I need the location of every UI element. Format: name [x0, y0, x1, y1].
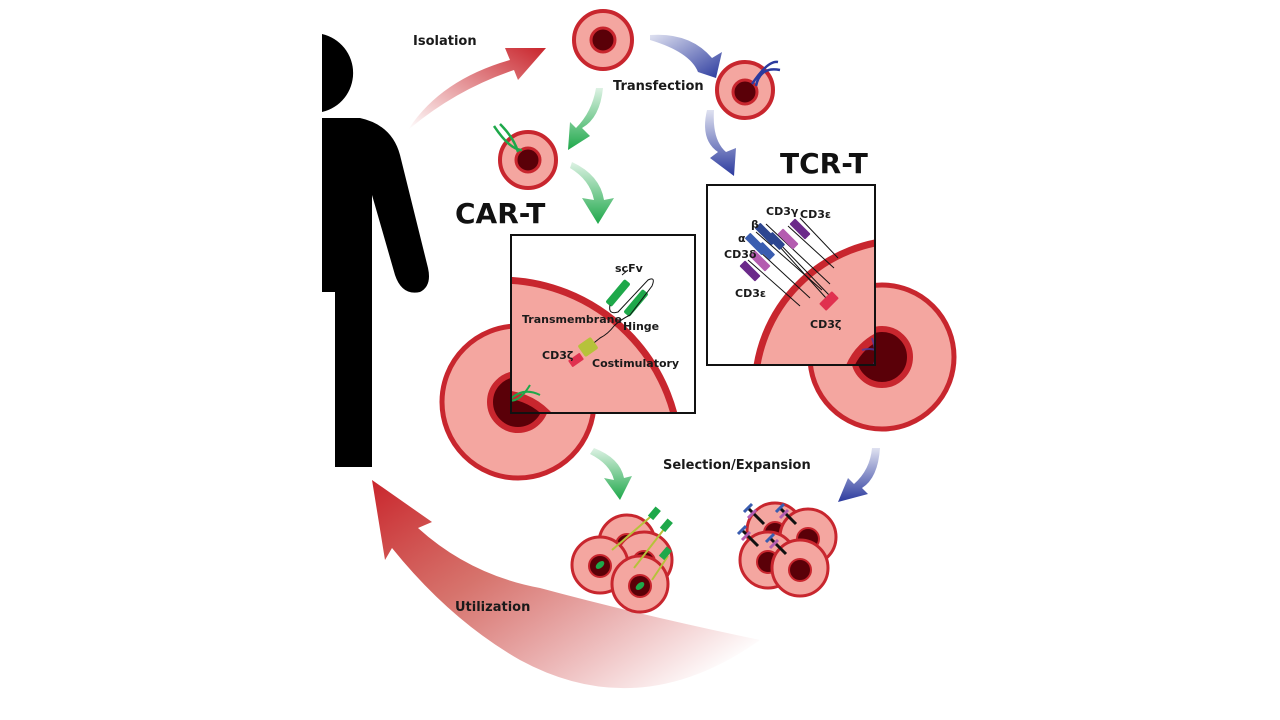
isolation-arrow-icon: [408, 48, 546, 130]
costimulatory-label: Costimulatory: [592, 357, 679, 370]
cd3-epsilon-top-label: CD3ε: [800, 208, 831, 221]
tcr-transfected-cell: [715, 60, 781, 120]
beta-label: β: [751, 218, 759, 231]
isolated-t-cell: [572, 9, 634, 71]
transfection-arrow-tcr-icon: [650, 34, 722, 78]
tcr-t-cell-cluster: [736, 501, 838, 598]
scfv-domain: [606, 269, 654, 317]
utilization-arrow-icon: [372, 480, 760, 689]
transfection-label: Transfection: [613, 79, 704, 94]
dna-icon: [511, 384, 541, 402]
costimulatory-domain: [578, 337, 598, 357]
car-structure-panel: scFv Transmembrane Hinge CD3ζ Costimulat…: [510, 234, 696, 414]
car-expansion-arrow-icon: [590, 448, 632, 500]
tcrt-title: TCR-T: [780, 147, 868, 180]
dna-icon: [492, 123, 523, 153]
transfection-arrow-car-icon: [568, 88, 603, 150]
alpha-label: α: [738, 232, 746, 245]
car-receptors: [611, 511, 669, 581]
beta-chain: [755, 223, 785, 250]
cd3z-domain: [568, 353, 584, 367]
car-down-arrow-icon: [570, 162, 614, 224]
dna-icon: [750, 60, 781, 87]
cd3-delta-label: CD3δ: [724, 248, 757, 261]
person-silhouette-icon: [322, 34, 429, 467]
tcr-receptors: [736, 502, 798, 556]
cart-title: CAR-T: [455, 197, 545, 230]
cd3z-label: CD3ζ: [542, 349, 573, 362]
scfv-label: scFv: [615, 262, 644, 275]
cd3-epsilon-bottom: [739, 260, 761, 282]
isolation-label: Isolation: [413, 34, 477, 49]
hinge-label: Hinge: [623, 320, 659, 333]
tcr-expansion-arrow-icon: [838, 448, 880, 502]
transmembrane-label: Transmembrane: [522, 313, 622, 326]
cd3-epsilon-top: [789, 218, 811, 240]
tcr-structure-panel: α β CD3γ CD3ε CD3δ CD3ε CD3ζ: [706, 184, 876, 366]
tcr-complex: [747, 217, 839, 307]
cd3-epsilon-bottom-label: CD3ε: [735, 287, 766, 300]
cd3z-label: CD3ζ: [810, 318, 841, 331]
car-transfected-cell: [492, 123, 558, 190]
alpha-chain: [745, 233, 775, 260]
cd3z-chain: [819, 291, 839, 311]
utilization-label: Utilization: [455, 600, 530, 615]
car-t-cell-cluster: [570, 506, 674, 614]
tcr-down-arrow-icon: [705, 110, 736, 176]
selection-expansion-label: Selection/Expansion: [663, 458, 811, 473]
dna-icon: [861, 337, 875, 365]
cd3-gamma-label: CD3γ: [766, 205, 799, 218]
hinge-linker: [589, 314, 631, 347]
cd3-gamma: [777, 228, 799, 250]
cd3-delta: [749, 250, 771, 272]
